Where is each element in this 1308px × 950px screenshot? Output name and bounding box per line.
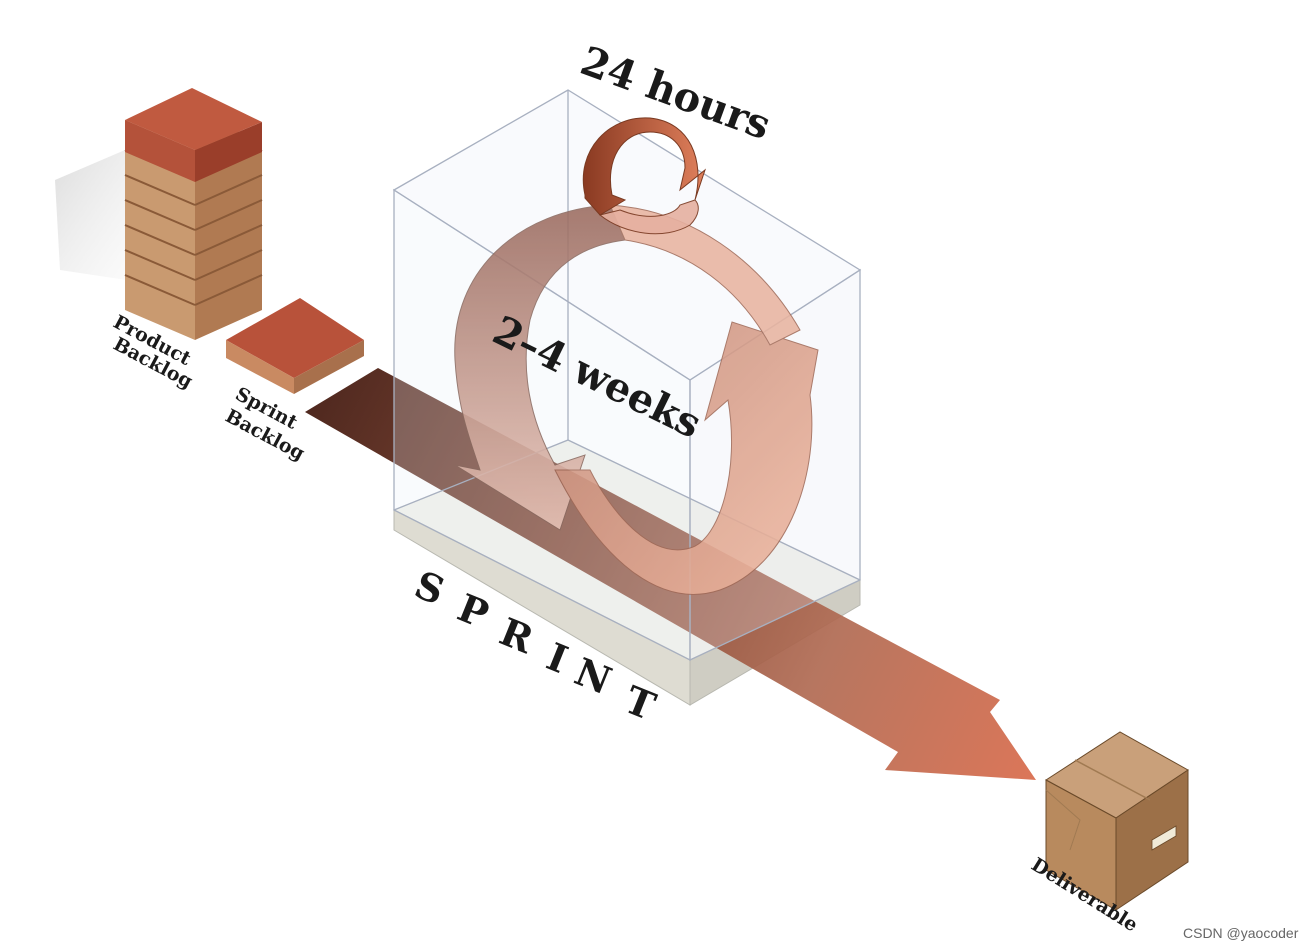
watermark: CSDN @yaocoder xyxy=(1183,925,1299,941)
deliverable-label-tag xyxy=(1151,825,1177,851)
sprint-letter: T xyxy=(619,677,662,729)
sprint-letter: R xyxy=(494,609,541,663)
sprint-backlog-block xyxy=(226,298,364,394)
product-backlog-stack xyxy=(124,88,263,340)
sprint-letter: I xyxy=(541,634,574,682)
sprint-letter: S xyxy=(409,562,451,614)
sprint-letter: P xyxy=(452,585,495,637)
deliverable-box xyxy=(1045,731,1189,911)
daily-cycle-loop xyxy=(582,117,707,235)
product-backlog-top xyxy=(125,88,262,150)
